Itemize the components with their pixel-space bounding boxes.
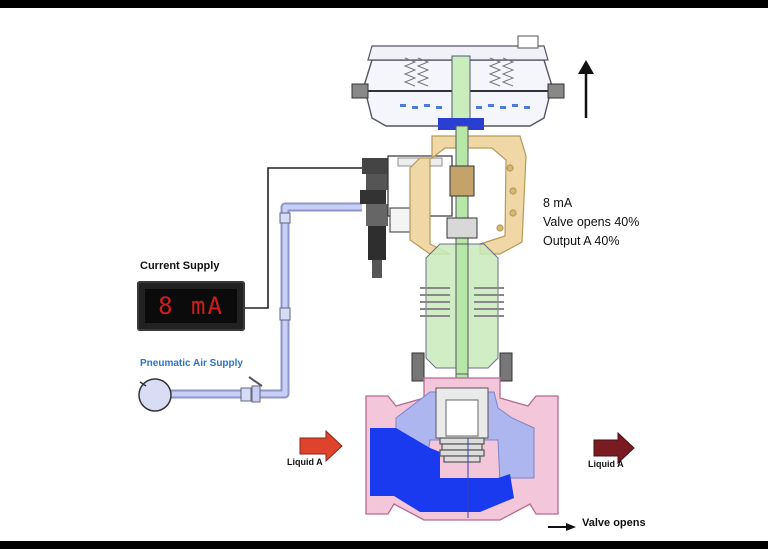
valve-opens-arrow [548,523,576,531]
signal-wire [245,167,384,309]
current-meter: 8 mA [137,281,245,331]
status-readout: 8 mA Valve opens 40% Output A 40% [543,194,639,251]
current-meter-readout: 8 mA [145,289,237,323]
actuator [351,35,565,130]
yoke [409,135,527,255]
filter-regulator [360,158,390,278]
outlet-label: Liquid A [588,459,624,469]
inlet-arrow [299,429,343,463]
status-output: Output A 40% [543,234,620,248]
tube-fitting [240,387,252,402]
air-supply-title: Pneumatic Air Supply [140,358,243,369]
control-valve-diagram [138,35,635,531]
stem-up-arrow [578,60,594,118]
outlet-arrow [593,431,635,465]
current-supply-title: Current Supply [140,260,220,272]
valve-body [365,377,559,521]
diagram-canvas: Current Supply 8 mA Pneumatic Air Supply… [0,8,768,541]
air-valve-handle [248,376,263,387]
status-current: 8 mA [543,196,573,210]
valve-stem [425,125,499,379]
valve-opens-label: Valve opens [582,517,646,529]
inlet-label: Liquid A [287,457,323,467]
air-supply-tank [138,378,172,412]
bonnet-bolts [411,352,513,382]
status-valve-opening: Valve opens 40% [543,215,640,229]
cooling-fins [420,287,504,317]
